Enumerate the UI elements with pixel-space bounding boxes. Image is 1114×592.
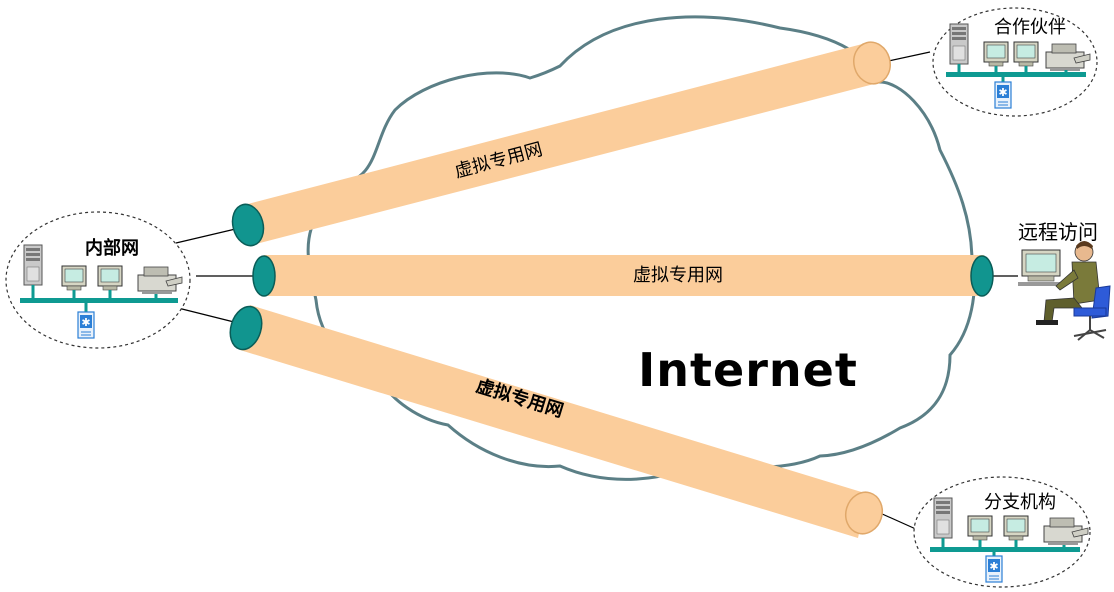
remote-user-icon xyxy=(1018,241,1111,341)
workstation-icon xyxy=(983,41,1009,67)
hub-icon xyxy=(985,555,1003,583)
vpn-tunnel-middle: 虚拟专用网 xyxy=(252,255,994,297)
hub-icon xyxy=(994,81,1012,109)
server-icon xyxy=(933,497,953,539)
workstation-icon xyxy=(967,515,993,541)
branch-network: 分支机构 xyxy=(913,476,1091,588)
internet-cloud xyxy=(306,15,976,481)
internal-network: 内部网 xyxy=(5,211,191,349)
partner-network: 合作伙伴 xyxy=(932,7,1098,117)
partner-label: 合作伙伴 xyxy=(994,17,1066,38)
branch-label: 分支机构 xyxy=(984,492,1056,513)
workstation-icon xyxy=(1003,515,1029,541)
lan-bus xyxy=(930,547,1080,552)
internet-label: Internet xyxy=(638,343,858,397)
workstation-icon xyxy=(1013,41,1039,67)
server-icon xyxy=(23,244,43,286)
remote-access-label: 远程访问 xyxy=(1018,220,1098,244)
lan-bus xyxy=(946,72,1086,77)
tunnel-middle-label: 虚拟专用网 xyxy=(633,265,723,286)
lan-bus xyxy=(20,298,178,303)
workstation-icon xyxy=(97,265,123,291)
workstation-icon xyxy=(61,265,87,291)
internal-network-label: 内部网 xyxy=(85,237,139,259)
server-icon xyxy=(949,23,969,65)
hub-icon xyxy=(77,311,95,339)
